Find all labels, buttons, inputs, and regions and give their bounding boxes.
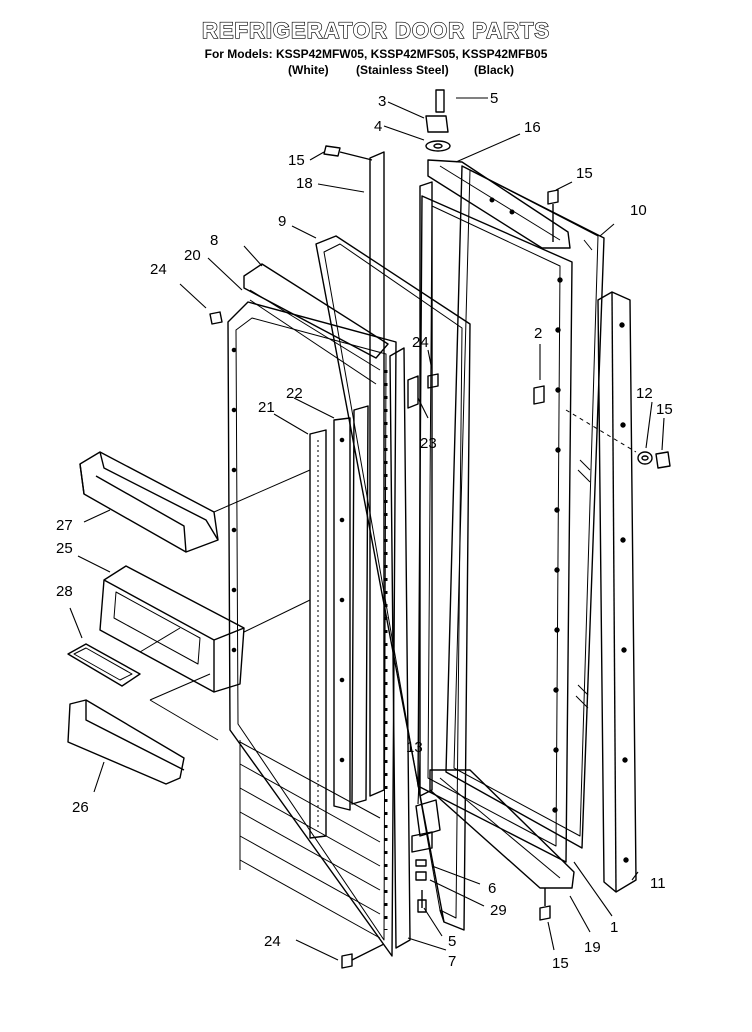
callout-8: 8 bbox=[210, 232, 218, 249]
part-28-tray bbox=[67, 627, 181, 687]
callout-29: 29 bbox=[490, 902, 507, 919]
callout-4: 4 bbox=[374, 118, 382, 135]
diagram-title: REFRIGERATOR DOOR PARTS bbox=[201, 17, 551, 43]
callout-23: 23 bbox=[420, 435, 437, 452]
callout-10: 10 bbox=[630, 202, 647, 219]
part-23-bracket bbox=[407, 375, 419, 409]
callout-7: 7 bbox=[448, 953, 456, 970]
callout-24-left: 24 bbox=[150, 261, 167, 278]
bottom-hinge-assembly bbox=[411, 799, 441, 913]
callout-15-right: 15 bbox=[656, 401, 673, 418]
callout-13: 13 bbox=[406, 739, 423, 756]
part-21-rail bbox=[309, 429, 327, 839]
top-hinge-assembly bbox=[425, 89, 451, 152]
callout-labels: 3 4 5 16 15 18 15 10 9 8 20 24 2 24 12 1… bbox=[56, 90, 673, 972]
callout-15-top: 15 bbox=[576, 165, 593, 182]
callout-25: 25 bbox=[56, 540, 73, 557]
callout-12: 12 bbox=[636, 385, 653, 402]
callout-26: 26 bbox=[72, 799, 89, 816]
variant-stainless: (Stainless Steel) bbox=[356, 63, 449, 77]
screw-24-bottom bbox=[341, 943, 385, 969]
part-20-inner-liner bbox=[227, 263, 397, 957]
screw-24-left bbox=[209, 311, 223, 325]
part-10-door-panel bbox=[445, 165, 605, 849]
callout-5-bottom: 5 bbox=[448, 933, 456, 950]
callout-15-left: 15 bbox=[288, 152, 305, 169]
screw-15-right bbox=[655, 451, 671, 469]
part-25-dispenser-housing bbox=[99, 565, 311, 701]
callout-19: 19 bbox=[584, 939, 601, 956]
part-26-front-trim bbox=[67, 699, 219, 785]
screw-15-top bbox=[547, 189, 559, 242]
callout-27: 27 bbox=[56, 517, 73, 534]
callout-1: 1 bbox=[610, 919, 618, 936]
callout-28: 28 bbox=[56, 583, 73, 600]
variant-black: (Black) bbox=[474, 63, 515, 77]
variant-white: (White) bbox=[288, 63, 329, 77]
model-numbers: For Models: KSSP42MFW05, KSSP42MFS05, KS… bbox=[204, 47, 548, 61]
callout-11: 11 bbox=[650, 875, 666, 892]
callout-9: 9 bbox=[278, 213, 286, 230]
screw-15-bottom bbox=[539, 888, 551, 921]
callout-20: 20 bbox=[184, 247, 201, 264]
callout-22: 22 bbox=[286, 385, 303, 402]
callout-16: 16 bbox=[524, 119, 541, 136]
part-16-top-trim bbox=[427, 159, 571, 249]
callout-21: 21 bbox=[258, 399, 275, 416]
part-27-door-bin bbox=[79, 451, 311, 553]
part-9-gasket bbox=[315, 235, 471, 931]
part-2-clip bbox=[533, 385, 545, 405]
callout-24-mid: 24 bbox=[412, 334, 429, 351]
callout-5-top: 5 bbox=[490, 90, 498, 107]
part-19-bottom-trim bbox=[429, 769, 575, 889]
part-18-strip bbox=[369, 151, 433, 797]
callout-6: 6 bbox=[488, 880, 496, 897]
part-11-side-trim bbox=[597, 291, 637, 893]
part-1-door-frame bbox=[417, 195, 573, 863]
part-12-washer bbox=[565, 409, 653, 465]
callout-2: 2 bbox=[534, 325, 542, 342]
callout-3: 3 bbox=[378, 93, 386, 110]
callout-15-bottom: 15 bbox=[552, 955, 569, 972]
part-22-rail bbox=[333, 405, 369, 811]
screw-15-left bbox=[323, 145, 373, 161]
screw-24-mid bbox=[427, 373, 439, 389]
leader-lines bbox=[69, 97, 665, 961]
callout-18: 18 bbox=[296, 175, 313, 192]
callout-24-bottom: 24 bbox=[264, 933, 281, 950]
